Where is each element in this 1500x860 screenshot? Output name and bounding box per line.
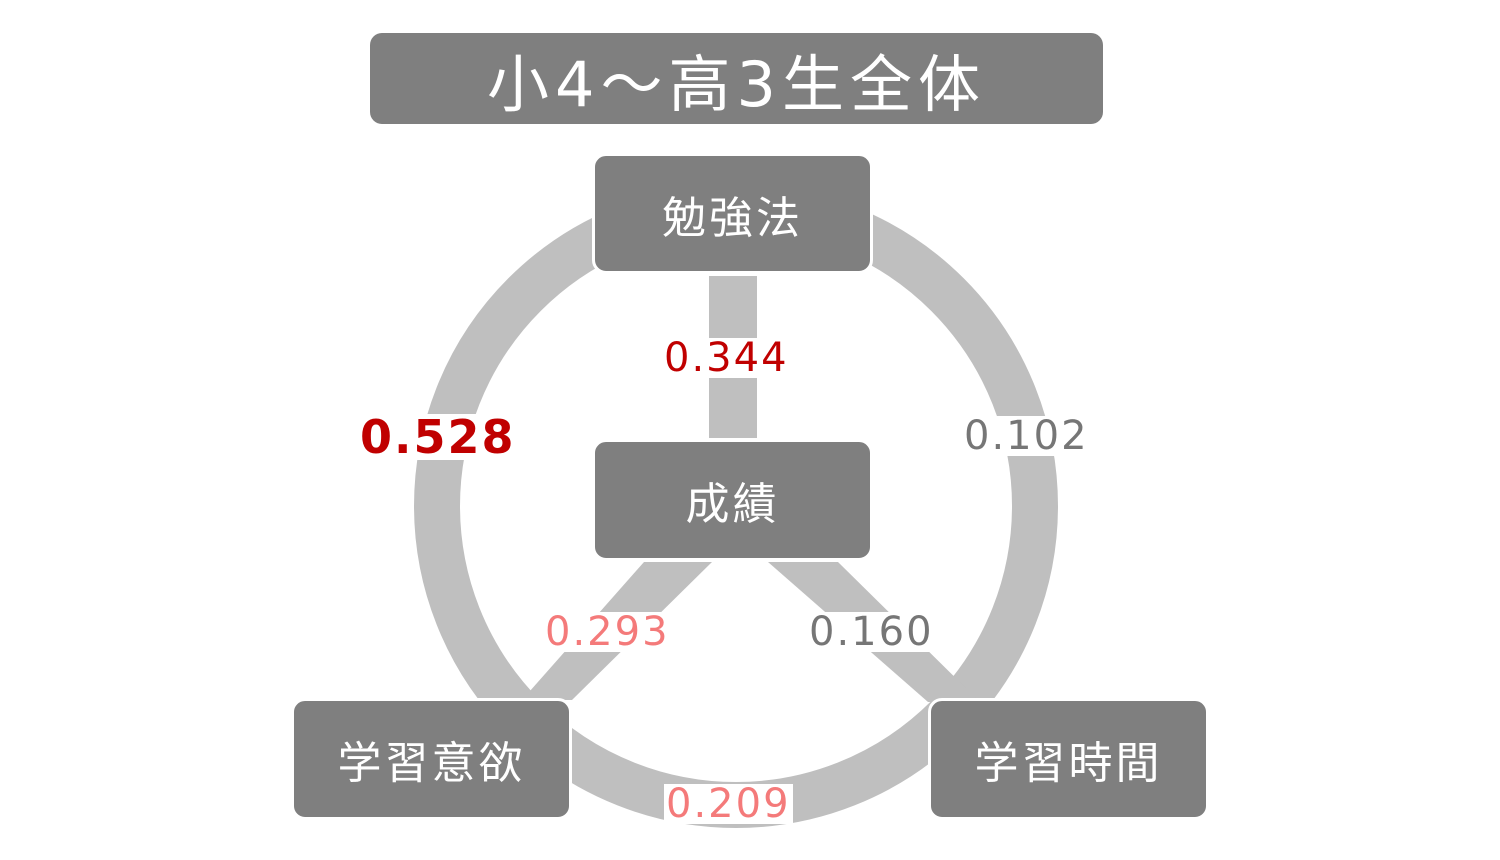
node-study-time: 学習時間 — [928, 698, 1209, 820]
coef-motivation-study-time: 0.209 — [664, 781, 793, 827]
coef-study-method-grades: 0.344 — [662, 335, 791, 381]
coef-grades-motivation: 0.293 — [543, 609, 672, 655]
page-title: 小4〜高3生全体 — [370, 33, 1103, 124]
coef-grades-study-time: 0.160 — [807, 609, 936, 655]
node-study-method: 勉強法 — [592, 153, 873, 274]
coef-study-method-study-time: 0.102 — [962, 413, 1091, 459]
node-motivation: 学習意欲 — [291, 698, 572, 820]
node-grades: 成績 — [592, 439, 873, 561]
coef-study-method-motivation: 0.528 — [358, 410, 518, 464]
